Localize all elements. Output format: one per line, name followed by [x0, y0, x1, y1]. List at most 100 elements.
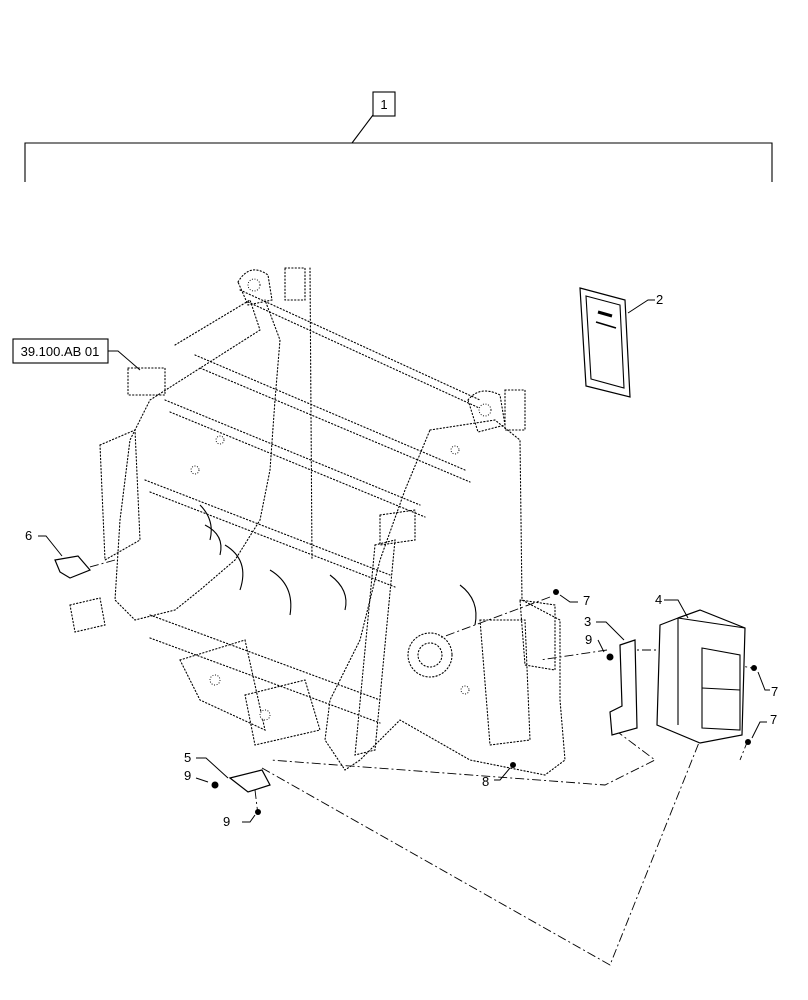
- reference-callout[interactable]: 39.100.AB 01: [12, 338, 141, 371]
- rotor-tine-1: [199, 504, 212, 541]
- screw-right[interactable]: 7: [751, 665, 778, 699]
- nut-clip-lower-leader: [242, 814, 256, 823]
- assembly-callout-box: [372, 91, 396, 117]
- callout-bracket: 3: [584, 614, 591, 629]
- screw-lower-right-leader: [751, 721, 767, 739]
- screw-upper-head[interactable]: [553, 589, 559, 595]
- nut-bracket-leader: [597, 639, 605, 653]
- assembly-lines: [71, 559, 753, 966]
- top-tube-1: [239, 289, 489, 413]
- manual-stripe-1: [597, 310, 613, 318]
- hook-body[interactable]: [54, 555, 92, 579]
- reference-label[interactable]: 39.100.AB 01: [21, 344, 100, 359]
- right-lower-plate: [519, 599, 556, 671]
- right-side-panel: [324, 419, 566, 776]
- rear-pole: [309, 267, 313, 561]
- baler-frame: [69, 267, 566, 776]
- hook-leader: [38, 535, 63, 557]
- top-tube-2: [194, 354, 471, 483]
- screw-upper[interactable]: 7: [553, 589, 590, 608]
- bracket-part[interactable]: 3: [584, 614, 638, 736]
- manual-cover[interactable]: [579, 287, 631, 398]
- canister-body[interactable]: [656, 609, 746, 744]
- rotor-tine-4: [329, 574, 347, 611]
- nut-clip-left[interactable]: 9: [184, 768, 219, 789]
- pickup-shaft: [149, 614, 381, 724]
- callout-bolt: 8: [482, 774, 489, 789]
- bolt-head[interactable]: [510, 762, 516, 768]
- right-pivot-bracket: [504, 389, 526, 431]
- callout-screw-right: 7: [771, 684, 778, 699]
- top-tube-4: [144, 479, 396, 588]
- line-bracket-loop: [269, 729, 656, 786]
- bracket-leader: [596, 621, 625, 641]
- callout-manual: 2: [656, 292, 663, 307]
- pickup-disc-left: [179, 639, 266, 731]
- nut-clip-left-head[interactable]: [211, 781, 219, 789]
- bolt-leader: [494, 767, 511, 781]
- bracket-body[interactable]: [609, 639, 638, 736]
- right-upright-top: [379, 509, 416, 546]
- callout-canister: 4: [655, 592, 662, 607]
- rotor-tine-5: [459, 584, 477, 626]
- drive-hub: [417, 642, 443, 668]
- left-pivot-hole: [247, 278, 261, 292]
- canister-edges: [677, 617, 746, 725]
- panel-hole-3: [450, 445, 460, 455]
- callout-hook: 6: [25, 528, 32, 543]
- rotor-tine-3: [269, 569, 292, 616]
- rotor-tine-6: [204, 524, 222, 556]
- canister-part[interactable]: 4: [655, 592, 746, 744]
- manual-stripe-2: [595, 321, 617, 329]
- reference-leader: [108, 350, 141, 371]
- assembly-callout: 1: [24, 91, 773, 182]
- left-pivot: [237, 269, 273, 306]
- nut-clip-lower[interactable]: 9: [223, 809, 261, 829]
- clip-body[interactable]: [228, 769, 271, 793]
- reference-box[interactable]: [12, 338, 109, 364]
- pickup-disc-right: [244, 679, 321, 746]
- top-tube-3: [164, 399, 426, 518]
- assembly-callout-label: 1: [380, 97, 387, 112]
- rotor-tine-2: [224, 544, 244, 591]
- disc-hole-2: [259, 709, 271, 721]
- nut-bracket-head[interactable]: [606, 653, 614, 661]
- hook-part[interactable]: 6: [25, 528, 92, 579]
- left-side-panel: [114, 299, 281, 621]
- line-clip-canister: [261, 739, 701, 966]
- right-upright: [354, 539, 396, 756]
- assembly-leader: [351, 114, 374, 144]
- nut-clip-lower-head[interactable]: [255, 809, 261, 815]
- line-nut-bracket: [539, 649, 608, 661]
- screw-upper-leader: [559, 594, 578, 603]
- callout-clip: 5: [184, 750, 191, 765]
- manual-part[interactable]: 2: [579, 287, 663, 398]
- panel-hole-2: [190, 465, 200, 475]
- screw-lower-right[interactable]: 7: [745, 712, 777, 745]
- canister-shelf: [701, 687, 741, 691]
- panel-hole-1: [215, 435, 225, 445]
- clip-part[interactable]: 5: [184, 750, 271, 793]
- bolt-part[interactable]: 8: [482, 762, 516, 789]
- right-pivot: [467, 390, 506, 433]
- left-hopper: [99, 429, 141, 561]
- nut-bracket[interactable]: 9: [585, 632, 614, 661]
- manual-inner-border: [585, 295, 625, 389]
- canister-opening: [701, 647, 741, 731]
- callout-nut-clip-lower: 9: [223, 814, 230, 829]
- manual-leader: [627, 299, 655, 314]
- callout-screw-upper: 7: [583, 593, 590, 608]
- assembly-bracket: [24, 142, 773, 182]
- screw-lower-right-head[interactable]: [745, 739, 751, 745]
- front-left-foot: [69, 597, 106, 633]
- left-mount-plate: [127, 367, 166, 396]
- disc-hole-1: [209, 674, 221, 686]
- screw-right-head[interactable]: [751, 665, 757, 671]
- callout-nut-clip-left: 9: [184, 768, 191, 783]
- drive-wheel: [407, 632, 453, 678]
- canister-leader: [664, 599, 689, 619]
- nut-clip-left-leader: [195, 777, 209, 783]
- clip-leader: [196, 757, 229, 779]
- callout-screw-lower-right: 7: [770, 712, 777, 727]
